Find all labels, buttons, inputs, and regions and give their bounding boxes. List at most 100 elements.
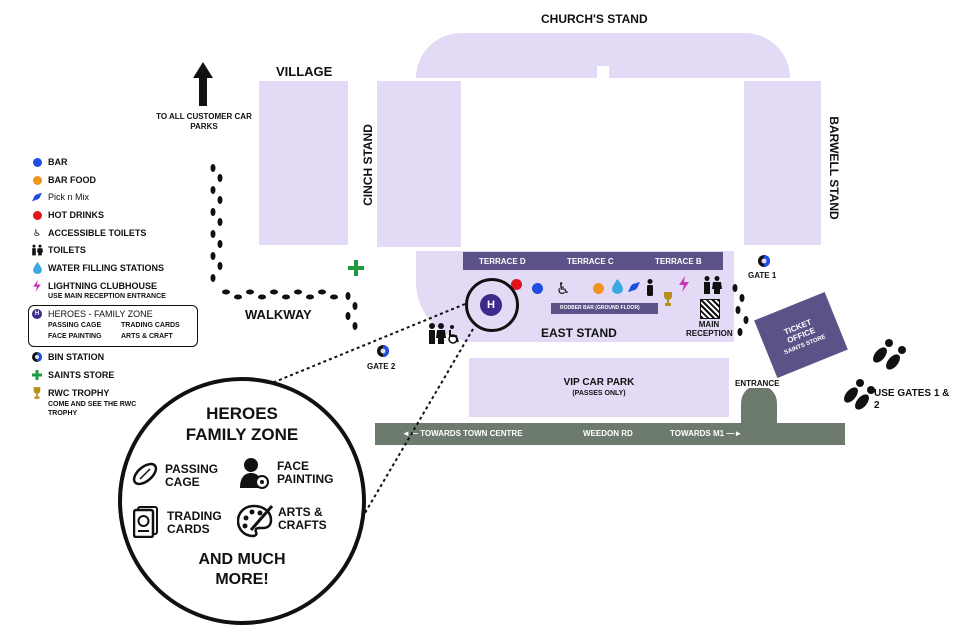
zone-item-face-line1: FACE	[277, 459, 310, 473]
road-left-label: ◄— TOWARDS TOWN CENTRE	[402, 429, 523, 438]
palette-icon	[237, 504, 273, 538]
terrace-bar	[463, 252, 723, 270]
family-zone-footer-1: AND MUCH	[198, 551, 286, 568]
road-left-text: TOWARDS TOWN CENTRE	[420, 429, 523, 438]
family-zone-title-1: HEROES	[206, 404, 278, 423]
zone-item-arts-crafts: ARTS & CRAFTS	[278, 506, 327, 532]
heroes-highlight-circle[interactable]	[465, 278, 519, 332]
gate-1-icon	[758, 255, 770, 267]
footprints-vertical	[210, 164, 223, 282]
family-zone-footer-2: MORE!	[215, 571, 269, 588]
zone-item-passing-line2: CAGE	[165, 475, 200, 489]
rwc-trophy-icon	[664, 292, 672, 306]
hot-drinks-legend-icon	[32, 210, 42, 220]
legend-heroes-label: HEROES - FAMILY ZONE	[48, 309, 153, 319]
road-right-text: TOWARDS M1	[670, 429, 725, 438]
legend-bar-food-label: BAR FOOD	[48, 175, 96, 185]
legend-heroes: H HEROES - FAMILY ZONE	[31, 308, 153, 320]
weedon-road	[375, 423, 845, 445]
main-reception-label: MAIN RECEPTION	[686, 320, 733, 338]
terrace-d-label: TERRACE D	[479, 257, 526, 266]
east-stand-label: EAST STAND	[541, 326, 617, 340]
lightning-icon	[679, 276, 689, 292]
rodber-bar-label: RODBER BAR (GROUND FLOOR)	[560, 305, 640, 311]
left-arrow-icon: ◄—	[402, 429, 418, 438]
legend-pick-n-mix: Pick n Mix	[31, 191, 89, 203]
legend-lightning: LIGHTNING CLUBHOUSE	[31, 280, 157, 292]
rugby-ball-icon	[132, 462, 158, 486]
footprints-horizontal	[222, 289, 338, 300]
walkway-label: WALKWAY	[245, 307, 312, 322]
accessible-toilets-icon: ♿	[556, 281, 571, 298]
legend-water-label: WATER FILLING STATIONS	[48, 263, 164, 273]
footprints-walkway-down	[345, 292, 358, 330]
gate-1-label: GATE 1	[748, 271, 777, 280]
big-footprints	[844, 339, 906, 410]
car-parks-sign: TO ALL CUSTOMER CAR PARKS	[156, 112, 252, 131]
legend-heroes-box	[28, 305, 198, 347]
legend-bin-label: BIN STATION	[48, 352, 105, 362]
entrance-road	[741, 385, 777, 425]
vip-car-park-title: VIP CAR PARK	[563, 377, 635, 388]
legend-toilets: TOILETS	[31, 244, 86, 256]
rwc-legend-icon	[33, 387, 41, 399]
terrace-c-label: TERRACE C	[567, 257, 614, 266]
zone-item-arts-line2: CRAFTS	[278, 518, 327, 532]
legend-lightning-note: USE MAIN RECEPTION ENTRANCE	[48, 293, 166, 300]
legend-heroes-item-3: FACE PAINTING	[48, 333, 102, 340]
churchs-stand-notch	[597, 66, 609, 78]
legend-rwc-note: COME AND SEE THE RWC TROPHY	[48, 401, 137, 417]
legend-accessible-toilets: ♿ACCESSIBLE TOILETS	[31, 227, 146, 239]
saints-store-legend-icon	[32, 370, 42, 380]
legend-hot-drinks: HOT DRINKS	[31, 209, 104, 221]
legend-rwc: RWC TROPHY	[31, 387, 109, 399]
terrace-b-label: TERRACE B	[655, 257, 702, 266]
pick-n-mix-icon	[628, 282, 640, 292]
legend-bin: BIN STATION	[31, 351, 104, 363]
heroes-legend-icon: H	[32, 309, 42, 319]
zone-item-arts-line1: ARTS &	[278, 505, 323, 519]
bar-food-legend-icon	[32, 175, 42, 185]
callout-line-top	[271, 303, 466, 384]
water-legend-icon	[32, 262, 42, 274]
legend-bar-food: BAR FOOD	[31, 174, 96, 186]
toilets-icon	[704, 276, 722, 294]
legend-toilets-label: TOILETS	[48, 245, 86, 255]
legend-water: WATER FILLING STATIONS	[31, 262, 164, 274]
road-center-label: WEEDON RD	[583, 429, 633, 438]
bar-icon	[532, 283, 543, 294]
legend-heroes-item-1: PASSING CAGE	[48, 322, 102, 329]
churchs-stand-label: CHURCH'S STAND	[541, 12, 648, 26]
legend-bar: BAR	[31, 156, 68, 168]
up-arrow-icon	[193, 62, 213, 106]
legend-accessible-label: ACCESSIBLE TOILETS	[48, 228, 147, 238]
hot-drinks-icon	[511, 279, 522, 290]
face-paint-icon	[240, 458, 269, 489]
trading-card-icon	[133, 506, 158, 538]
rodber-bar	[551, 303, 658, 314]
legend-rwc-label: RWC TROPHY	[48, 388, 110, 398]
zone-item-trading-line1: TRADING	[167, 509, 222, 523]
zone-item-passing-line1: PASSING	[165, 462, 219, 476]
bin-legend-icon	[32, 352, 42, 362]
road-right-label: TOWARDS M1 —►	[670, 429, 742, 438]
legend-saints-store-label: SAINTS STORE	[48, 370, 115, 380]
zone-item-passing-cage: PASSING CAGE	[165, 463, 218, 489]
bar-legend-icon	[32, 157, 42, 167]
zone-item-face-line2: PAINTING	[277, 472, 334, 486]
legend-heroes-item-2: TRADING CARDS	[121, 322, 180, 329]
toilets-legend-icon	[32, 244, 43, 256]
vip-car-park-subtitle: (PASSES ONLY)	[572, 390, 626, 397]
zone-item-trading-cards: TRADING CARDS	[167, 510, 222, 536]
person-icon	[647, 279, 653, 296]
village-label: VILLAGE	[276, 64, 333, 79]
pick-n-mix-legend-icon	[32, 192, 42, 202]
legend-lightning-label: LIGHTNING CLUBHOUSE	[48, 281, 157, 291]
legend-pick-n-mix-label: Pick n Mix	[48, 192, 90, 202]
footprints-gate1	[732, 284, 749, 336]
heroes-marker[interactable]: H	[480, 294, 502, 316]
lightning-legend-icon	[33, 280, 41, 292]
family-zone-title-2: FAMILY ZONE	[185, 425, 299, 444]
callout-line-bottom	[354, 328, 474, 531]
